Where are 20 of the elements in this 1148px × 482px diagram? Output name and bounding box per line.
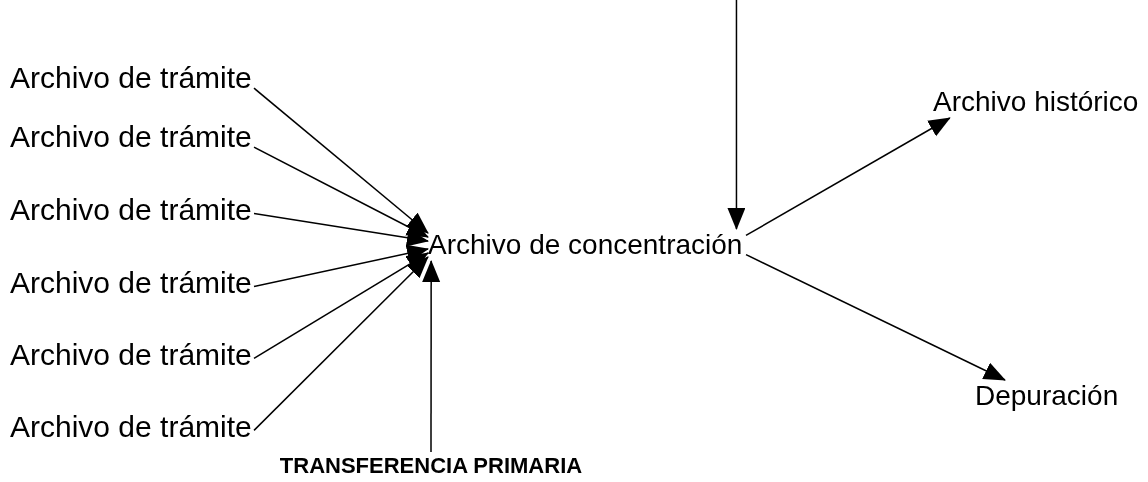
node-label: Archivo histórico (933, 86, 1143, 118)
arrow (727, 0, 746, 230)
node-label: Archivo de trámite (10, 410, 254, 444)
arrow (422, 260, 441, 453)
arrow (253, 256, 429, 432)
node-label: TRANSFERENCIA PRIMARIA (278, 452, 584, 480)
arrow (745, 253, 1006, 381)
node-label: Archivo de trámite (10, 338, 254, 372)
arrow (253, 252, 429, 360)
node-label: Archivo de trámite (10, 266, 254, 300)
node-label: Depuración (975, 380, 1125, 412)
node-label: Archivo de concentración (428, 229, 746, 261)
node-label: Archivo de trámite (10, 193, 254, 227)
arrow (253, 244, 429, 288)
arrow (253, 87, 429, 234)
node-label: Archivo de trámite (10, 120, 254, 154)
node-label: Archivo de trámite (10, 61, 254, 95)
arrow (253, 212, 429, 247)
arrow (253, 146, 429, 238)
arrow (745, 117, 951, 237)
